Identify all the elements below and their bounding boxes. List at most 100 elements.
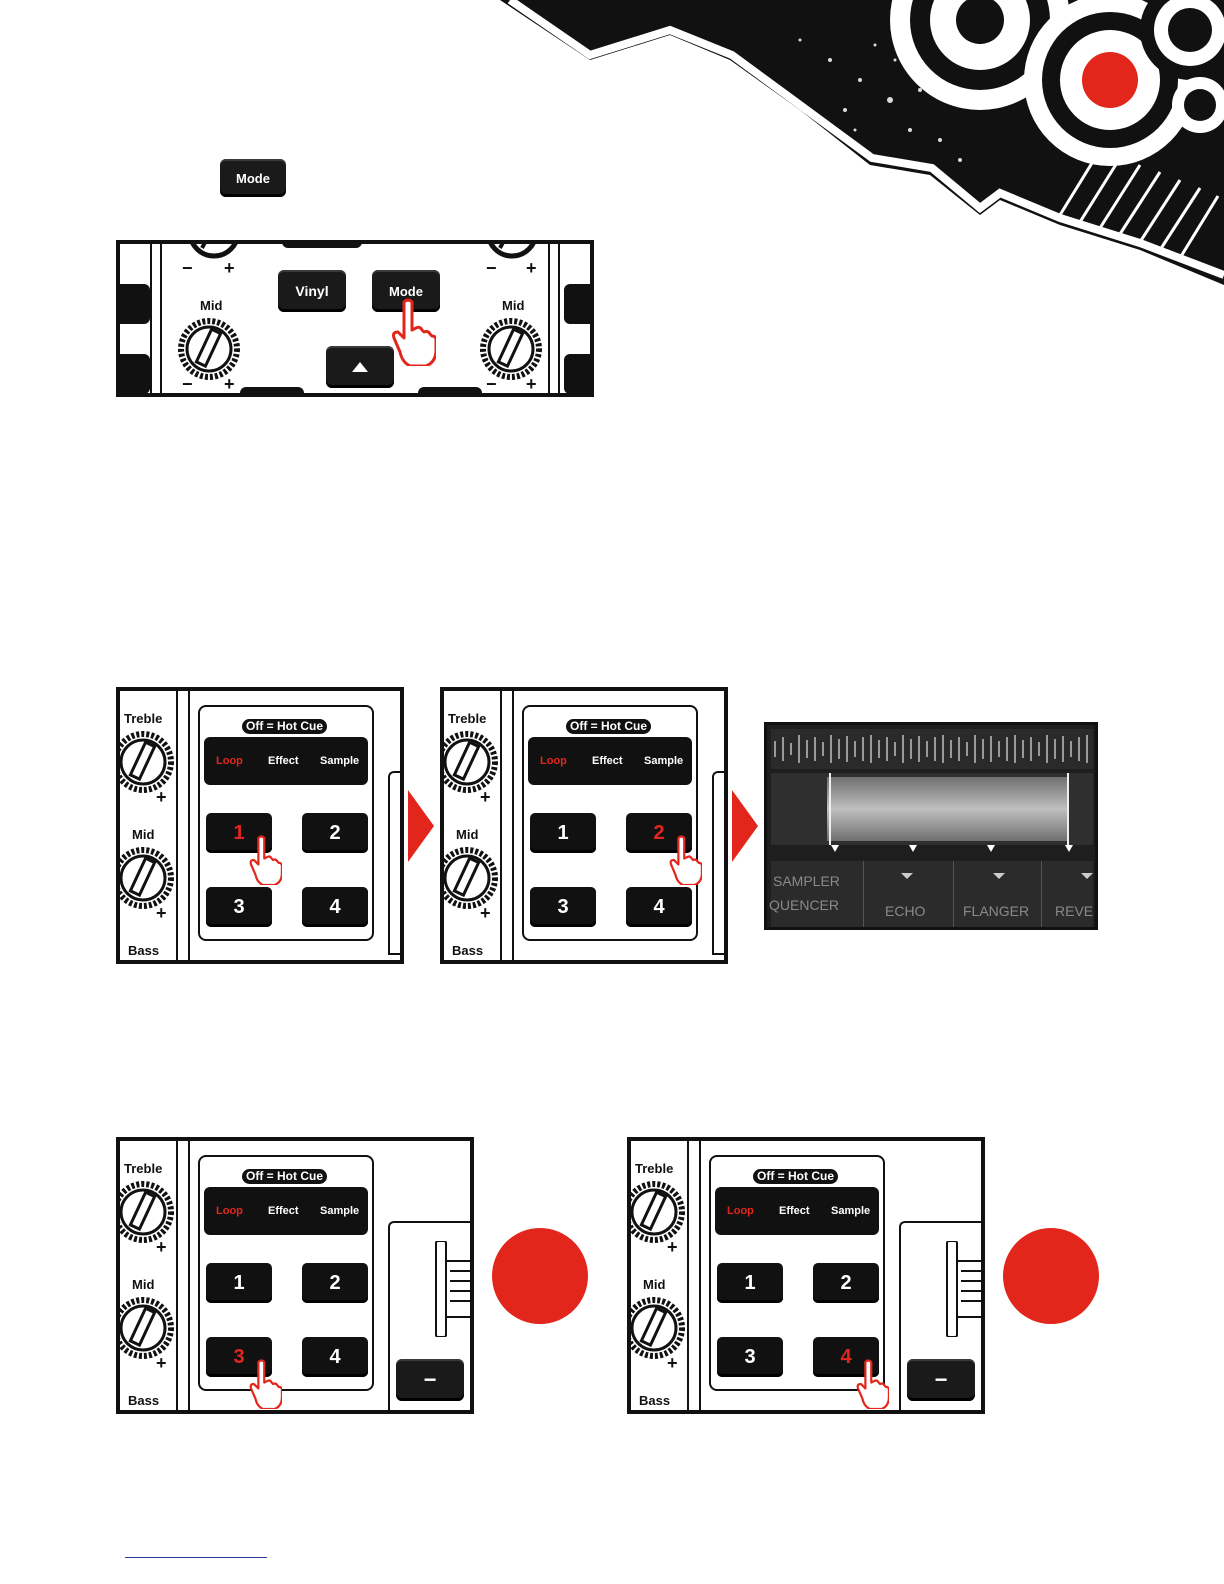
plus-label: +	[156, 1237, 167, 1257]
mode-effect-label: Effect	[268, 755, 299, 767]
pad-3[interactable]: 3	[717, 1337, 783, 1377]
mode-loop-label: Loop	[540, 755, 567, 767]
sequencer-label: QUENCER	[769, 897, 840, 913]
mid-label: Mid	[132, 827, 155, 842]
mode-loop-label: Loop	[216, 755, 243, 767]
mid-right-label: Mid	[502, 298, 525, 313]
red-circle-marker	[1003, 1228, 1099, 1324]
pad-1[interactable]: 1	[530, 813, 596, 853]
hot-cue-label: Off = Hot Cue	[242, 1169, 327, 1184]
mode-label: Mode	[389, 283, 423, 299]
vinyl-label: Vinyl	[295, 283, 329, 299]
hand-pointer-icon	[856, 1359, 889, 1409]
bass-label: Bass	[639, 1393, 671, 1408]
bass-label: Bass	[128, 943, 160, 958]
hand-pointer-icon	[669, 835, 702, 885]
mid-knob-icon	[444, 847, 498, 909]
pad-1[interactable]: 1	[206, 1263, 272, 1303]
dropdown-arrows-icon	[901, 873, 1093, 879]
pad-3[interactable]: 3	[530, 887, 596, 927]
minus-button-label: −	[423, 1367, 437, 1392]
mid-knob-icon	[120, 847, 174, 909]
mode-effect-label: Effect	[268, 1205, 299, 1217]
pad-4[interactable]: 4	[302, 1337, 368, 1377]
pad-mode-bar	[204, 1187, 368, 1235]
pad-2[interactable]: 2	[813, 1263, 879, 1303]
pad-mode-bar	[528, 737, 692, 785]
plus-label: +	[667, 1353, 678, 1373]
reverb-label: REVE	[1055, 903, 1094, 919]
mid-label: Mid	[132, 1277, 155, 1292]
mode-panel-illustration: − + Mid − + − + Mid − + Vinyl Mode	[116, 240, 594, 397]
arrow-right-icon	[408, 790, 434, 862]
pad-1-label: 1	[744, 1271, 756, 1294]
mode-sample-label: Sample	[644, 755, 684, 767]
hand-pointer-icon	[249, 1359, 282, 1409]
arrow-right-icon	[732, 790, 758, 862]
plus-label: +	[224, 258, 235, 278]
pad-3[interactable]: 3	[206, 887, 272, 927]
flanger-label: FLANGER	[963, 903, 1030, 919]
pad-mode-bar	[715, 1187, 879, 1235]
mode-sample-label: Sample	[320, 1205, 360, 1217]
pad-mode-bar	[204, 737, 368, 785]
treble-label: Treble	[448, 711, 487, 726]
plus-label: +	[156, 903, 167, 923]
plus-label: +	[480, 903, 491, 923]
pad-panel-pad4: Treble + Mid + Bass Off = Hot Cue Loop E…	[627, 1137, 985, 1414]
hand-pointer-icon	[392, 298, 436, 366]
pad-4-label: 4	[840, 1345, 852, 1368]
plus-label: +	[224, 374, 235, 394]
pad-4-label: 4	[329, 1345, 341, 1368]
pad-1-label: 1	[557, 821, 569, 844]
pad-1-label: 1	[233, 1271, 245, 1294]
footer-rule	[125, 1557, 267, 1558]
cue-markers-icon	[831, 845, 1073, 852]
sampler-label: SAMPLER	[773, 873, 840, 889]
pad-panel-pad1: Treble + Mid + Bass Off = Hot Cue Loop E…	[116, 687, 404, 964]
pitch-minus-button[interactable]: −	[907, 1359, 975, 1401]
minus-label: −	[486, 258, 497, 278]
hot-cue-label: Off = Hot Cue	[566, 719, 651, 734]
plus-label: +	[156, 787, 167, 807]
plus-label: +	[480, 787, 491, 807]
minus-label: −	[182, 258, 193, 278]
pad-2-label: 2	[329, 1271, 341, 1294]
mode-key-label: Mode	[236, 170, 270, 186]
pad-3-label: 3	[233, 1345, 245, 1368]
knob-top-left-icon	[190, 244, 238, 259]
hand-pointer-icon	[249, 835, 282, 885]
plus-label: +	[526, 374, 537, 394]
pad-3-label: 3	[233, 895, 245, 918]
pad-2-label: 2	[840, 1271, 852, 1294]
pad-4-label: 4	[329, 895, 341, 918]
mode-loop-label: Loop	[216, 1205, 243, 1217]
mode-button[interactable]: Mode	[372, 270, 440, 312]
software-waveform-screenshot: SAMPLER QUENCER ECHO FLANGER REVE	[764, 722, 1098, 930]
mode-key-icon: Mode	[220, 159, 286, 197]
mid-knob-icon	[631, 1297, 685, 1359]
treble-knob-icon	[631, 1181, 685, 1243]
vinyl-button[interactable]: Vinyl	[278, 270, 346, 312]
decorative-header-graphic	[500, 0, 1224, 285]
mid-knob-left-icon	[178, 318, 240, 380]
shift-up-button[interactable]	[326, 346, 394, 388]
mid-knob-right-icon	[480, 318, 542, 380]
pad-2[interactable]: 2	[302, 1263, 368, 1303]
plus-label: +	[156, 1353, 167, 1373]
pad-2[interactable]: 2	[302, 813, 368, 853]
bass-label: Bass	[128, 1393, 160, 1408]
treble-label: Treble	[635, 1161, 674, 1176]
knob-top-right-icon	[488, 244, 536, 259]
pad-1-label: 1	[233, 821, 245, 844]
pad-3-label: 3	[744, 1345, 756, 1368]
pitch-fader-icon	[946, 1241, 981, 1337]
pad-4[interactable]: 4	[302, 887, 368, 927]
mode-sample-label: Sample	[831, 1205, 871, 1217]
pad-4[interactable]: 4	[626, 887, 692, 927]
plus-label: +	[667, 1237, 678, 1257]
triangle-up-icon	[352, 362, 368, 372]
pad-1[interactable]: 1	[717, 1263, 783, 1303]
pitch-minus-button[interactable]: −	[396, 1359, 464, 1401]
pad-2-label: 2	[653, 821, 665, 844]
